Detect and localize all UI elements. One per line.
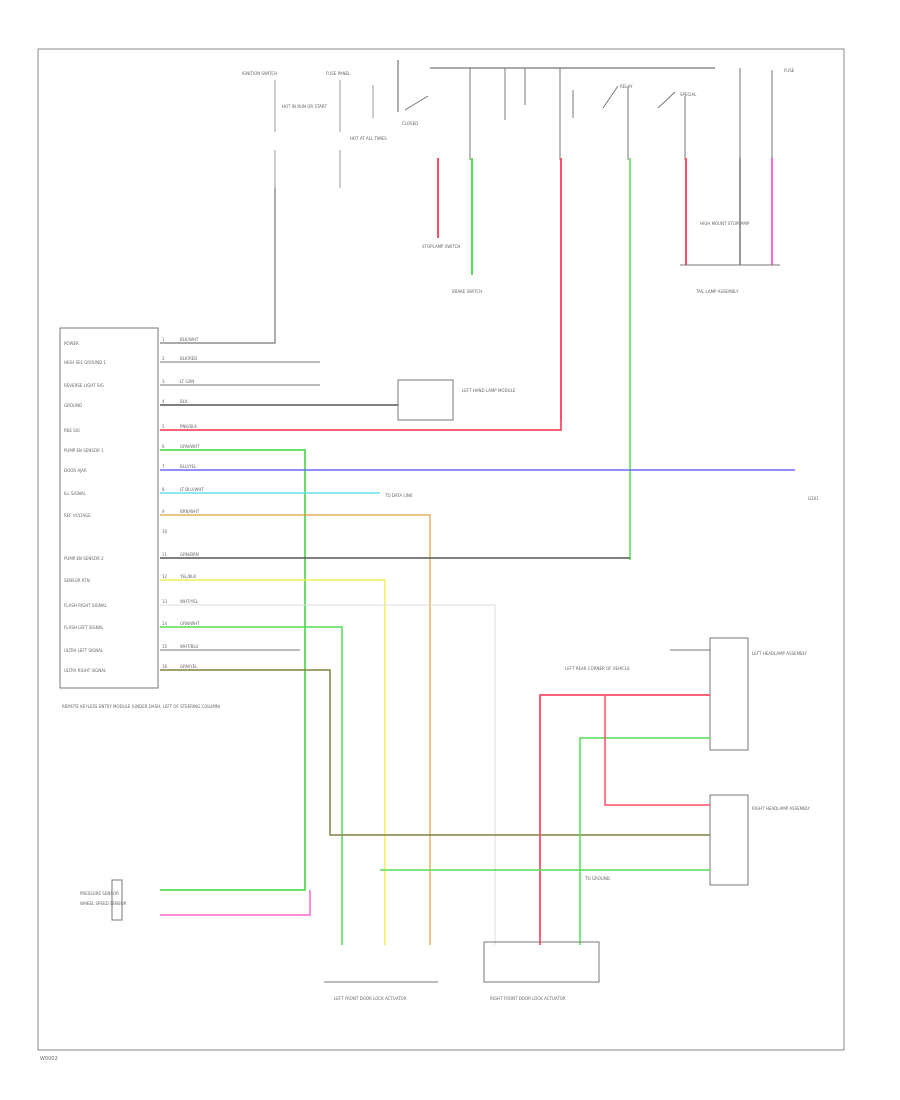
module-pin-wire-color: LT GRN: [180, 379, 194, 384]
fuse-panel-label: FUSE PANEL: [326, 71, 351, 76]
module-pin-number: 4: [162, 399, 165, 404]
module-pin-number: 3: [162, 379, 165, 384]
right-headlamp-label: RIGHT HEADLAMP ASSEMBLY: [752, 806, 811, 811]
switch-1-label: CLOSED: [402, 121, 418, 126]
module-pin-label: RKE SIG: [64, 428, 80, 433]
module-pin-wire-color: PNK/BLK: [180, 424, 197, 429]
mid-right-block: G201 LEFT HAND LAMP MODULE TO DATA LINK: [384, 379, 819, 501]
right-side-wires: LEFT REAR CORNER OF VEHICLE TO GROUND: [380, 649, 710, 945]
module-pin-number: 9: [162, 509, 165, 514]
module-pin-wire-color: WHT/BLU: [180, 644, 199, 649]
module-pin-label: HIGH SEL GROUND 1: [64, 360, 106, 365]
module-pin-number: 1: [162, 337, 165, 342]
fuse-a-label: HOT IN RUN OR START: [282, 104, 327, 109]
module-box: [59, 327, 159, 689]
left-door-actuator-label: LEFT FRONT DOOR LOCK ACTUATOR: [334, 996, 407, 1001]
module-pin-number: 14: [162, 621, 168, 626]
module-pin-label: POWER: [64, 341, 79, 346]
data-link-label: TO DATA LINK: [384, 493, 413, 498]
module-pin-wire-color: BLU/YEL: [180, 464, 197, 469]
module-pins: POWER 1 BLK/WHT HIGH SEL GROUND 1 2 BLK/RED RE…: [64, 337, 204, 673]
top-colored-drops: STOPLAMP SWITCH BRAKE SWITCH TAIL LAMP A…: [422, 158, 780, 560]
ground-label: G201: [808, 496, 819, 501]
right-door-actuator-box: [483, 941, 600, 983]
fuse-panel-block: FUSE PANEL HOT AT ALL TIMES: [326, 71, 387, 188]
module-pin-wire-color: BRN/WHT: [180, 509, 200, 514]
module-pin-wire-color: GRN/YEL: [180, 664, 198, 669]
module-pin-label: GROUND: [64, 403, 82, 408]
sensor-label: PRESSURE SENSOR: [80, 891, 119, 896]
module-pin-number: 12: [162, 574, 168, 579]
module-pin-number: 13: [162, 599, 168, 604]
module-pin-wire-color: GRN/BRN: [180, 552, 199, 557]
module-pin-label: DOOR AJAR: [64, 468, 87, 473]
ecu-top-label: LEFT REAR CORNER OF VEHICLE: [565, 666, 630, 671]
module-pin-label: ILL SIGNAL: [64, 491, 86, 496]
module-pin-number: 10: [162, 529, 168, 534]
module-pin-wire-color: GRN/WHT: [180, 621, 200, 626]
module-pin-label: REVERSE LIGHT SIG: [64, 383, 104, 388]
module-pin-number: 7: [162, 464, 165, 469]
module-pin-wire-color: BLK/RED: [180, 356, 197, 361]
to-ground-label: TO GROUND: [584, 876, 610, 881]
module-pin-wire-color: BLK/WHT: [180, 337, 199, 342]
brake-label: BRAKE SWITCH: [452, 289, 482, 294]
module-pin-number: 11: [162, 552, 168, 557]
module-pin-label: FLASH RIGHT SIGNAL: [64, 603, 108, 608]
module-pin-label: PUMP EN SENSOR 1: [64, 448, 104, 453]
ignition-switch-block: IGNITION SWITCH HOT IN RUN OR START: [242, 71, 327, 188]
diagram-id: W0002: [40, 1056, 58, 1062]
module-pin-label: ULTRA RIGHT SIGNAL: [64, 668, 107, 673]
module-wires: [160, 188, 795, 945]
module-pin-wire-color: WHT/YEL: [180, 599, 199, 604]
module-pin-label: FLASH LEFT SIGNAL: [64, 625, 104, 630]
fuse-b-label: HOT AT ALL TIMES: [350, 136, 387, 141]
module-pin-number: 6: [162, 444, 165, 449]
relay-label: RELAY: [620, 84, 633, 89]
fuse-c-label: FUSE: [784, 68, 795, 73]
module-pin-number: 5: [162, 424, 165, 429]
module-pin-number: 8: [162, 487, 165, 492]
module-pin-wire-color: YEL/BLK: [179, 574, 197, 579]
module-pin-wire-color: LT BLU/WHT: [180, 487, 204, 492]
module-pin-wire-color: BLK: [180, 399, 188, 404]
module-notes: REMOTE KEYLESS ENTRY MODULE (UNDER DASH,…: [62, 704, 221, 709]
module-pin-label: ULTRA LEFT SIGNAL: [64, 648, 104, 653]
wheel-sensor-label: WHEEL SPEED SENSOR: [80, 901, 127, 906]
stoplamp-label: STOPLAMP SWITCH: [422, 244, 460, 249]
tail-lamp-label: TAIL LAMP ASSEMBLY: [695, 289, 739, 294]
spec-label: SPECIAL: [680, 92, 697, 97]
left-headlamp-box: [709, 637, 749, 751]
ignition-fuse-label: IGNITION SWITCH: [242, 71, 277, 76]
diagram-frame: [37, 48, 845, 1051]
module-pin-number: 2: [162, 356, 165, 361]
right-door-actuator-label: RIGHT FRONT DOOR LOCK ACTUATOR: [490, 996, 566, 1001]
module-pin-label: REF VOLTAGE: [64, 513, 91, 518]
top-switches: CLOSED RELAY SPECIAL FUSE: [402, 68, 795, 160]
left-headlamp-label: LEFT HEADLAMP ASSEMBLY: [752, 651, 807, 656]
right-headlamp-box: [709, 794, 749, 886]
pressure-sensor: PRESSURE SENSOR WHEEL SPEED SENSOR: [80, 879, 127, 921]
module-pin-label: PUMP EN SENSOR 2: [64, 556, 104, 561]
module-pin-wire-color: GRN/WHT: [180, 444, 200, 449]
module-pin-number: 15: [162, 644, 168, 649]
module-pin-number: 16: [162, 664, 168, 669]
high-mount-label: HIGH MOUNT STOPLAMP: [700, 221, 750, 226]
module-pin-label: SENSOR RTN: [64, 578, 90, 583]
lamp-module-label: LEFT HAND LAMP MODULE: [462, 388, 516, 393]
